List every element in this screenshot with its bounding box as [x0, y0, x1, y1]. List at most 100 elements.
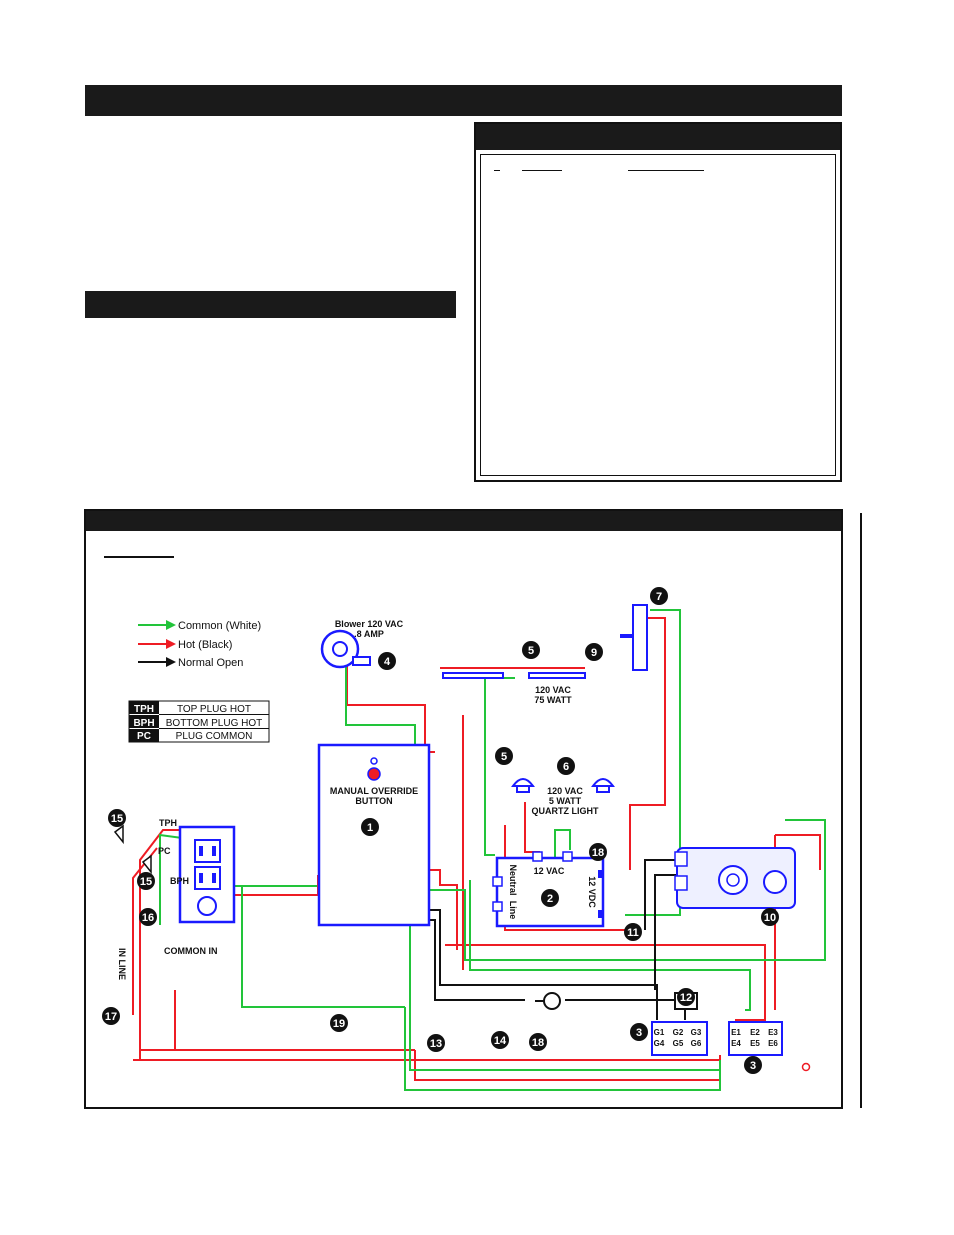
label-bph: BPH	[170, 876, 189, 886]
terminal-e2: E2	[750, 1028, 760, 1037]
callout-3-e: 3	[744, 1056, 762, 1074]
switch-symbol	[535, 992, 561, 1010]
terminal-g2: G2	[673, 1028, 684, 1037]
lamp-75w-label-line2: 75 WATT	[534, 695, 572, 705]
svg-text:18: 18	[592, 847, 604, 859]
callout-1: 1	[361, 818, 379, 836]
wire-no-valve-1	[644, 859, 675, 930]
info-box	[474, 122, 842, 482]
quartz-label-line3: QUARTZ LIGHT	[532, 806, 599, 816]
svg-text:5: 5	[501, 751, 507, 763]
lamp-75w-left-bar	[442, 672, 504, 679]
callout-11: 11	[624, 923, 642, 941]
top-heading-bar	[85, 85, 842, 116]
callout-18-top: 18	[589, 843, 607, 861]
switch-icon	[543, 992, 561, 1010]
override-label-line1: MANUAL OVERRIDE	[330, 786, 418, 796]
label-in-line: IN LINE	[117, 948, 127, 980]
wire-bottom-common-1	[404, 1007, 721, 1091]
callout-10: 10	[761, 908, 779, 926]
terminal-e1: E1	[731, 1028, 741, 1037]
wire-no-1	[430, 909, 658, 1020]
plug-top-icon	[113, 824, 124, 845]
label-pc: PC	[158, 846, 171, 856]
wire-remote-hot	[629, 617, 666, 870]
svg-text:4: 4	[384, 656, 391, 668]
terminal-block-e: E1 E2 E3 E4 E5 E6	[728, 1021, 783, 1056]
legend-normal-open-label: Normal Open	[178, 657, 243, 669]
callout-9: 9	[585, 643, 603, 661]
label-neutral: Neutral	[508, 864, 518, 895]
terminal-g4: G4	[654, 1039, 665, 1048]
blower-label-line2: .8 AMP	[354, 629, 384, 639]
wiring-diagram-panel	[84, 509, 843, 1109]
label-tph: TPH	[159, 818, 177, 828]
wire-valve-common	[430, 819, 826, 961]
quartz-light-right-icon	[591, 778, 615, 787]
override-label-line2: BUTTON	[355, 796, 392, 806]
callout-19: 19	[330, 1014, 348, 1032]
terminal-e4: E4	[731, 1039, 741, 1048]
blower-label-line1: Blower 120 VAC	[335, 619, 404, 629]
svg-text:9: 9	[591, 647, 597, 659]
svg-text:14: 14	[494, 1035, 507, 1047]
callout-5-mid: 5	[495, 747, 513, 765]
svg-text:3: 3	[636, 1027, 642, 1039]
plug-desc-tph: TOP PLUG HOT	[177, 704, 251, 715]
svg-text:7: 7	[656, 591, 662, 603]
wiring-diagram-heading-bar	[86, 511, 841, 531]
wire-lamp-common	[484, 677, 515, 856]
quartz-light-left-icon	[511, 778, 535, 787]
svg-text:19: 19	[333, 1018, 345, 1030]
plug-code-tph: TPH	[134, 704, 154, 715]
svg-text:10: 10	[764, 912, 776, 924]
blower-fan-icon	[332, 641, 348, 657]
lamp-75w: 120 VAC 75 WATT	[442, 672, 586, 705]
legend-hot-label: Hot (Black)	[178, 639, 232, 651]
terminal-g3: G3	[691, 1028, 702, 1037]
svg-text:1: 1	[367, 822, 373, 834]
plug-desc-bph: BOTTOM PLUG HOT	[166, 718, 263, 729]
svg-text:18: 18	[532, 1037, 544, 1049]
section-heading-bar	[85, 291, 456, 318]
svg-text:17: 17	[105, 1011, 117, 1023]
svg-text:6: 6	[563, 761, 569, 773]
side-margin-rule	[860, 513, 862, 1108]
wire-no-3	[565, 999, 686, 1020]
callout-18-bottom: 18	[529, 1033, 547, 1051]
diagram-subtitle-rule	[104, 556, 174, 558]
svg-text:13: 13	[430, 1038, 442, 1050]
terminal-e5: E5	[750, 1039, 760, 1048]
wire-valve-hot-1	[445, 944, 766, 1021]
info-rule-3	[628, 170, 704, 171]
svg-text:2: 2	[547, 893, 553, 905]
wire-no-valve-2	[654, 874, 680, 990]
callout-17: 17	[102, 1007, 120, 1025]
blower: Blower 120 VAC .8 AMP	[320, 619, 404, 669]
callout-4: 4	[378, 652, 396, 670]
callout-15-top: 15	[108, 809, 126, 827]
plug-desc-pc: PLUG COMMON	[176, 731, 253, 742]
quartz-label-line2: 5 WATT	[549, 796, 582, 806]
wire-no-2	[430, 919, 525, 1001]
terminal-e3: E3	[768, 1028, 778, 1037]
info-rule-1	[494, 170, 500, 171]
svg-text:11: 11	[627, 927, 639, 939]
manual-override-button-icon	[367, 767, 381, 781]
label-12vdc: 12 VDC	[587, 876, 597, 908]
label-common-in: COMMON IN	[164, 946, 218, 956]
wire-valve-hot-2	[775, 834, 821, 870]
terminal-g6: G6	[691, 1039, 702, 1048]
terminal-block-g: G1 G2 G3 G4 G5 G6	[651, 1021, 708, 1056]
plug-code-bph: BPH	[133, 718, 154, 729]
wire-e-common	[469, 880, 751, 1011]
plug-code-pc: PC	[137, 731, 151, 742]
plug-abbreviation-table: TPH TOP PLUG HOT BPH BOTTOM PLUG HOT PC …	[128, 700, 270, 743]
svg-text:15: 15	[111, 813, 123, 825]
callout-2: 2	[541, 889, 559, 907]
lamp-75w-label-line1: 120 VAC	[535, 685, 571, 695]
legend-common-label: Common (White)	[178, 620, 261, 632]
callout-5-top: 5	[522, 641, 540, 659]
callout-12: 12	[677, 988, 695, 1006]
callout-6: 6	[557, 757, 575, 775]
